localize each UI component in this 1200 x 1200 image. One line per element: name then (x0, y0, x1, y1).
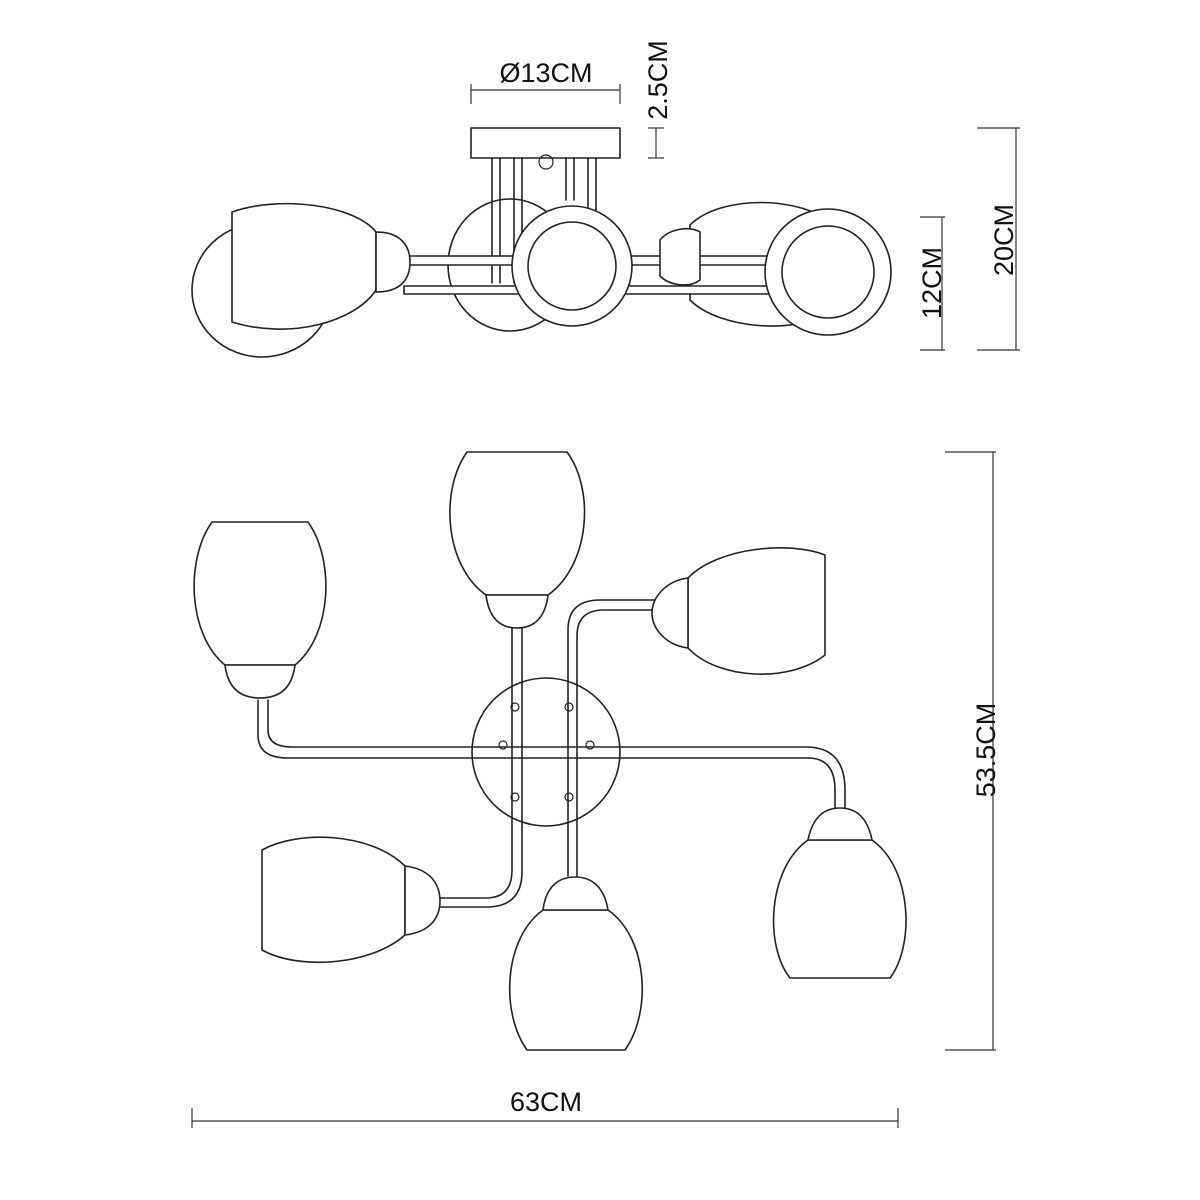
top-shade-4 (261, 836, 441, 964)
side-front-shade-right (764, 208, 892, 336)
top-canopy (471, 677, 621, 827)
label-shade-height: 12CM (917, 247, 947, 319)
dimension-total-width: 63CM (191, 1087, 899, 1128)
dimension-canopy-diameter: Ø13CM (470, 58, 621, 104)
side-front-shade-center (511, 205, 633, 327)
top-arm-center-left (439, 627, 523, 908)
label-total-height: 20CM (989, 204, 1019, 276)
top-shade-6 (772, 807, 907, 979)
top-shade-2 (449, 451, 586, 629)
side-view (191, 127, 892, 358)
label-canopy-diameter: Ø13CM (499, 58, 592, 88)
label-total-depth: 53.5CM (971, 703, 1001, 798)
top-view (193, 451, 907, 1051)
top-arm-right-center (567, 599, 656, 877)
side-front-shade-left (231, 202, 411, 330)
side-holder-right (659, 227, 701, 286)
top-shade-3 (651, 547, 826, 675)
dimension-canopy-height: 2.5CM (643, 40, 673, 159)
top-arm-long (257, 699, 846, 809)
side-canopy (470, 127, 621, 170)
dimension-total-height: 20CM (977, 127, 1020, 351)
label-total-width: 63CM (510, 1087, 582, 1117)
top-shade-5 (509, 876, 644, 1051)
dimension-shade-height: 12CM (917, 216, 947, 351)
dimension-total-depth: 53.5CM (945, 451, 1001, 1051)
label-canopy-height: 2.5CM (643, 40, 673, 120)
top-shade-1 (193, 521, 327, 699)
